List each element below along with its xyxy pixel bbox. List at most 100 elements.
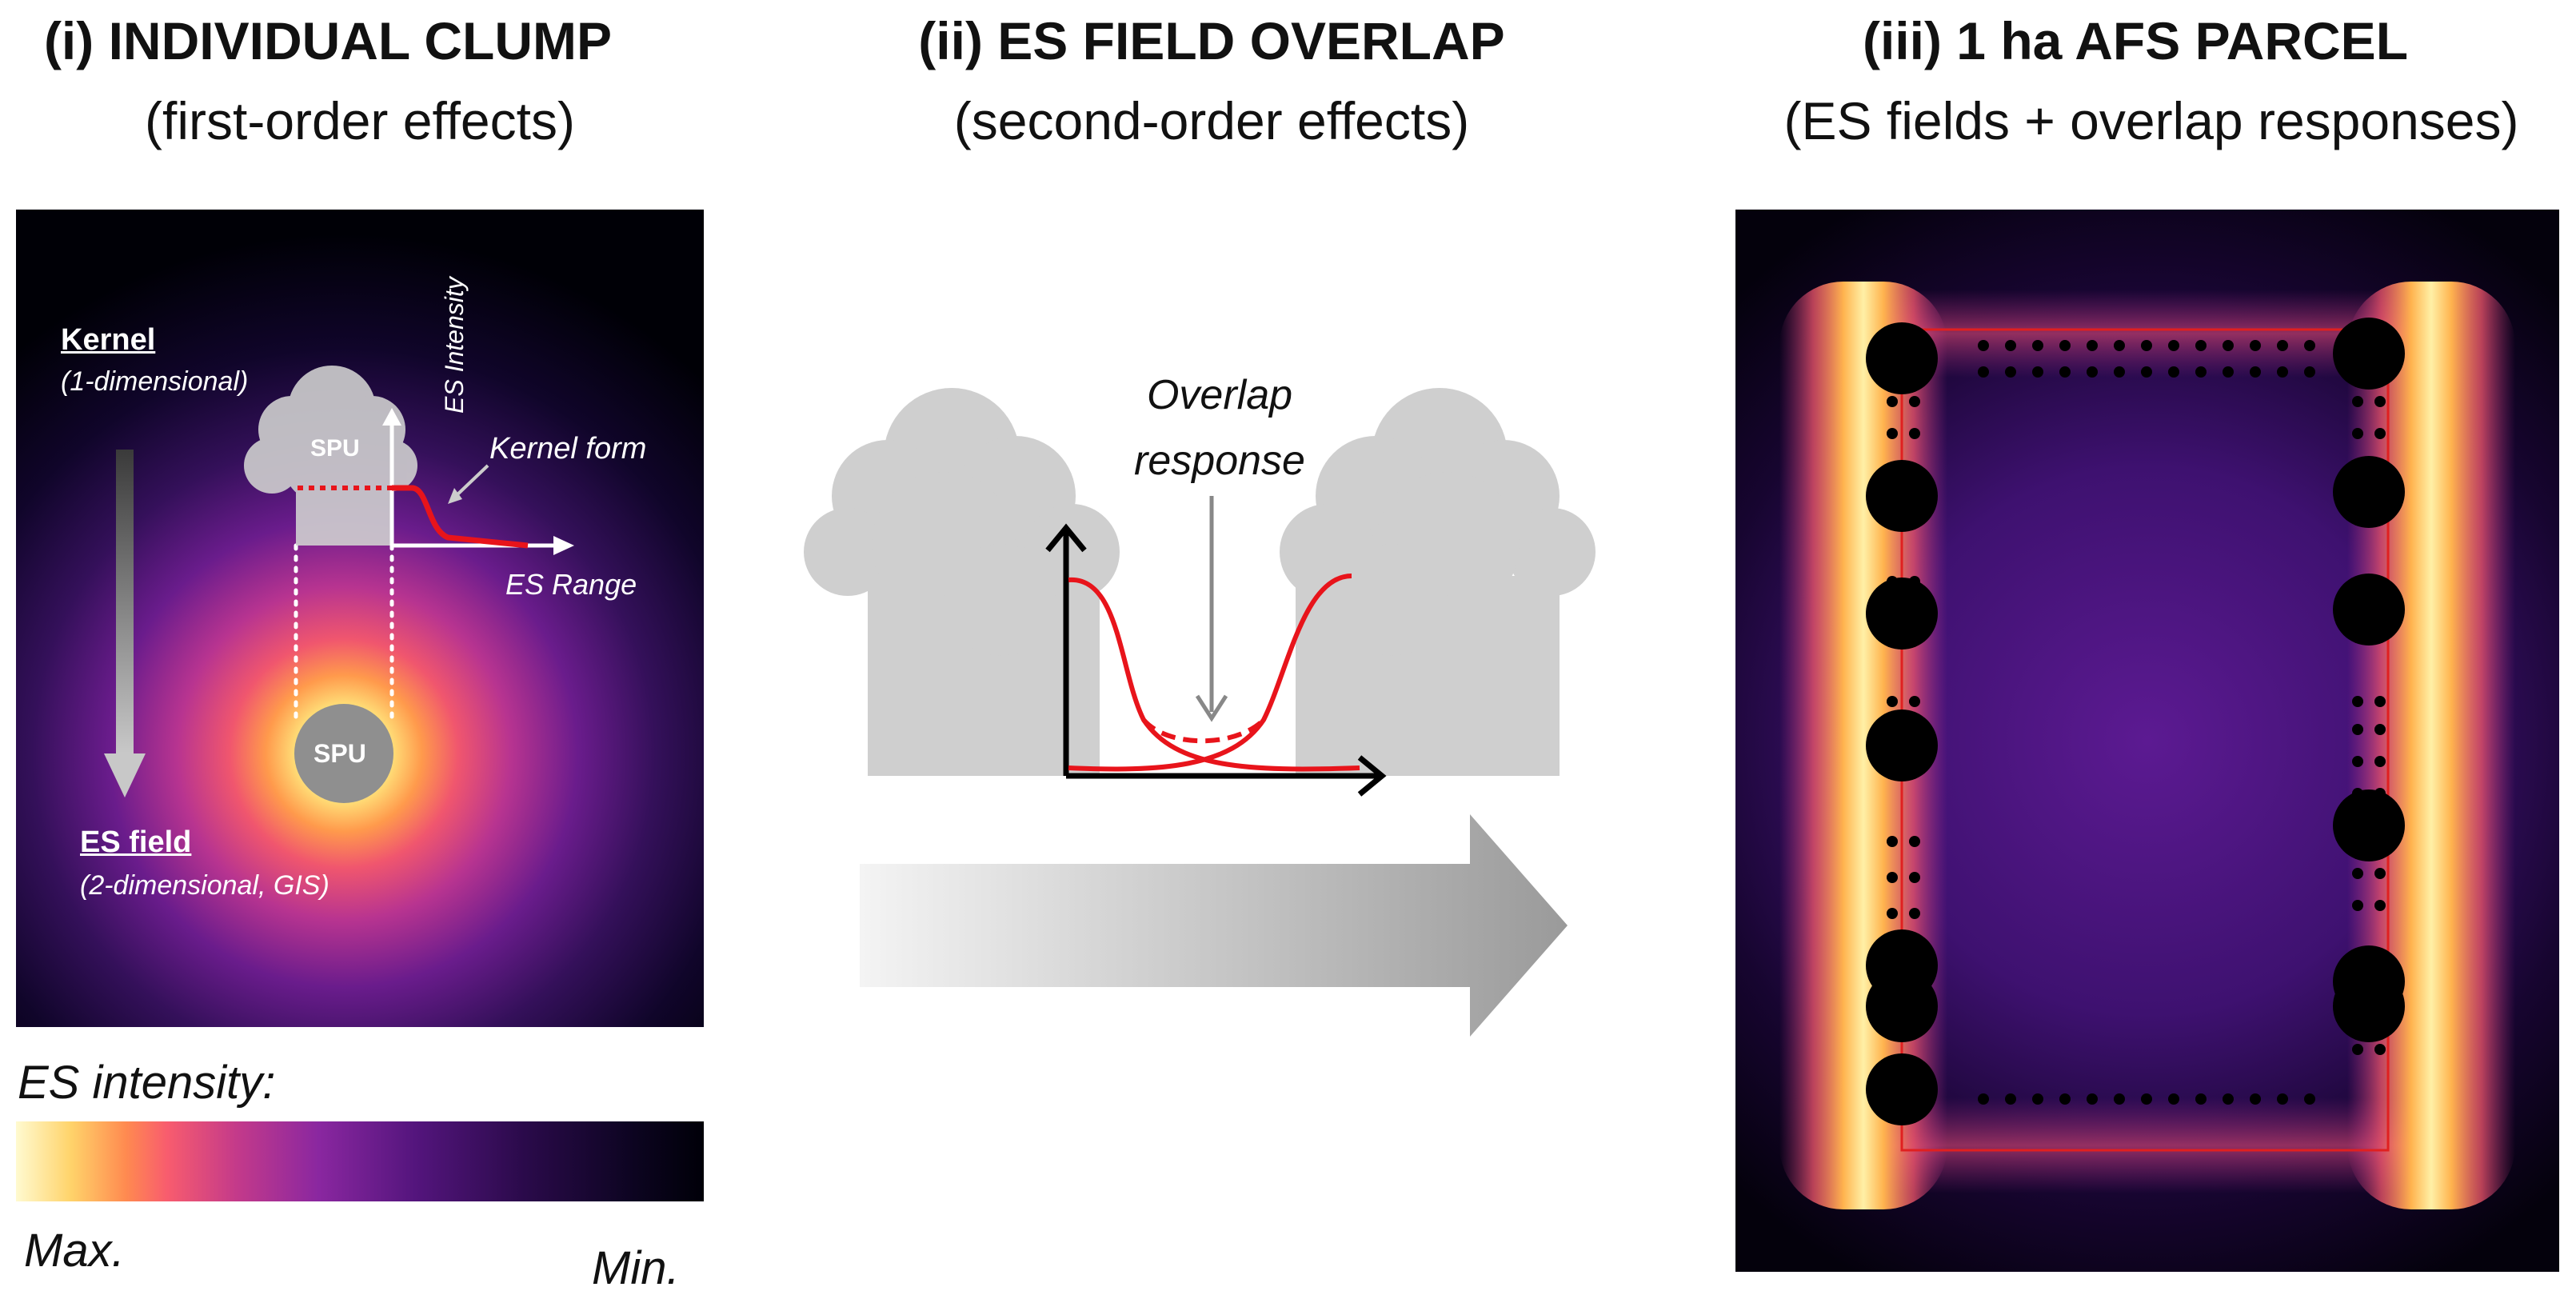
shrub-bottom [2059, 1093, 2071, 1105]
shrub-top [2005, 366, 2016, 378]
shrub-top [2250, 366, 2261, 378]
shrub-right [2352, 612, 2363, 623]
shrub-left [1887, 836, 1898, 847]
shrub-top [1978, 340, 1989, 351]
shrub-right [2352, 868, 2363, 879]
shrub-top [2168, 340, 2179, 351]
shrub-right [2352, 788, 2363, 799]
shrub-right [2374, 576, 2386, 587]
legend-title: ES intensity: [18, 1057, 276, 1109]
shrub-right [2374, 868, 2386, 879]
shrub-top [2087, 340, 2098, 351]
shrub-left [1887, 732, 1898, 743]
shrub-top [2223, 340, 2234, 351]
shrub-top [2141, 366, 2152, 378]
panel-2-title: (ii) ES FIELD OVERLAP [918, 11, 1505, 70]
legend-max: Max. [24, 1225, 125, 1277]
shrub-right [2352, 724, 2363, 735]
shrub-left [1909, 908, 1920, 919]
shrub-right [2374, 396, 2386, 407]
shrub-top [2005, 340, 2016, 351]
shrub-top [2304, 340, 2315, 351]
shrub-top [2114, 366, 2125, 378]
shrub-right [2352, 1044, 2363, 1055]
shrub-left [1909, 1064, 1920, 1075]
overlap-label-line2: response [1134, 438, 1305, 484]
shrub-left [1887, 944, 1898, 955]
shrub-top [2304, 366, 2315, 378]
shrub-top [2223, 366, 2234, 378]
overlap-diagram [804, 388, 1596, 1037]
shrub-top [2277, 340, 2288, 351]
tree-silhouette-left [804, 388, 1120, 776]
shrub-right [2374, 1012, 2386, 1023]
shrub-right [2352, 428, 2363, 439]
shrub-top [2195, 340, 2207, 351]
shrub-right [2352, 756, 2363, 767]
tree-left [1866, 709, 1938, 781]
shrub-top [2032, 340, 2043, 351]
shrub-left [1887, 1028, 1898, 1039]
shrub-right [2374, 724, 2386, 735]
es-field-sub-label: (2-dimensional, GIS) [80, 870, 329, 901]
shrub-bottom [2087, 1093, 2098, 1105]
y-axis-label: ES Intensity [440, 277, 469, 414]
shrub-bottom [2250, 1093, 2261, 1105]
shrub-left [1909, 696, 1920, 707]
parcel-heatmap [1735, 210, 2559, 1272]
es-field-label: ES field [80, 825, 192, 859]
panel-2-subtitle: (second-order effects) [953, 91, 1470, 150]
shrub-left [1909, 576, 1920, 587]
shrub-bottom [2141, 1093, 2152, 1105]
kernel-form-label: Kernel form [489, 432, 647, 466]
shrub-left [1887, 428, 1898, 439]
spu-label-bottom: SPU [314, 739, 366, 768]
kernel-sub-label: (1-dimensional) [61, 366, 249, 397]
overlap-response-curve [1141, 717, 1266, 744]
tree-right [2333, 970, 2405, 1042]
shrub-bottom [2032, 1093, 2043, 1105]
shrub-bottom [2304, 1093, 2315, 1105]
clump-heatmap [16, 210, 704, 1027]
shrub-top [2195, 366, 2207, 378]
shrub-left [1887, 1064, 1898, 1075]
tree-silhouette-right [1280, 388, 1596, 776]
kernel-curve [392, 485, 529, 549]
shrub-bottom [1978, 1093, 1989, 1105]
tree-left [1866, 970, 1938, 1042]
shrub-top [2032, 366, 2043, 378]
tree-left [1866, 578, 1938, 650]
shrub-right [2352, 900, 2363, 911]
shrub-left [1887, 696, 1898, 707]
shrub-left [1887, 396, 1898, 407]
shrub-top [2087, 366, 2098, 378]
shrub-top [2059, 366, 2071, 378]
shrub-right [2374, 1044, 2386, 1055]
shrub-top [2059, 340, 2071, 351]
clump-panel: Kernel (1-dimensional) SPU ES Intensity … [16, 210, 704, 1027]
legend-min: Min. [592, 1242, 680, 1294]
parcel-panel [1735, 210, 2559, 1272]
shrub-right [2374, 900, 2386, 911]
shrub-top [2141, 340, 2152, 351]
panel-1-subtitle: (first-order effects) [145, 91, 575, 150]
right-kernel-curve [1068, 574, 1352, 772]
tree-right [2333, 789, 2405, 861]
shrub-right [2352, 396, 2363, 407]
shrub-left [1909, 732, 1920, 743]
x-axis-label: ES Range [505, 568, 637, 601]
shrub-bottom [2168, 1093, 2179, 1105]
shrub-left [1909, 428, 1920, 439]
shrub-left [1887, 576, 1898, 587]
shrub-left [1909, 396, 1920, 407]
shrub-top [2277, 366, 2288, 378]
kernel-label: Kernel [61, 323, 156, 357]
tree-right [2333, 456, 2405, 528]
big-transition-arrow [860, 814, 1568, 1037]
spu-label-top: SPU [310, 435, 360, 462]
spu-circle-bottom [294, 704, 393, 803]
shrub-left [1909, 836, 1920, 847]
shrub-top [2168, 366, 2179, 378]
shrub-bottom [2277, 1093, 2288, 1105]
shrub-left [1887, 908, 1898, 919]
